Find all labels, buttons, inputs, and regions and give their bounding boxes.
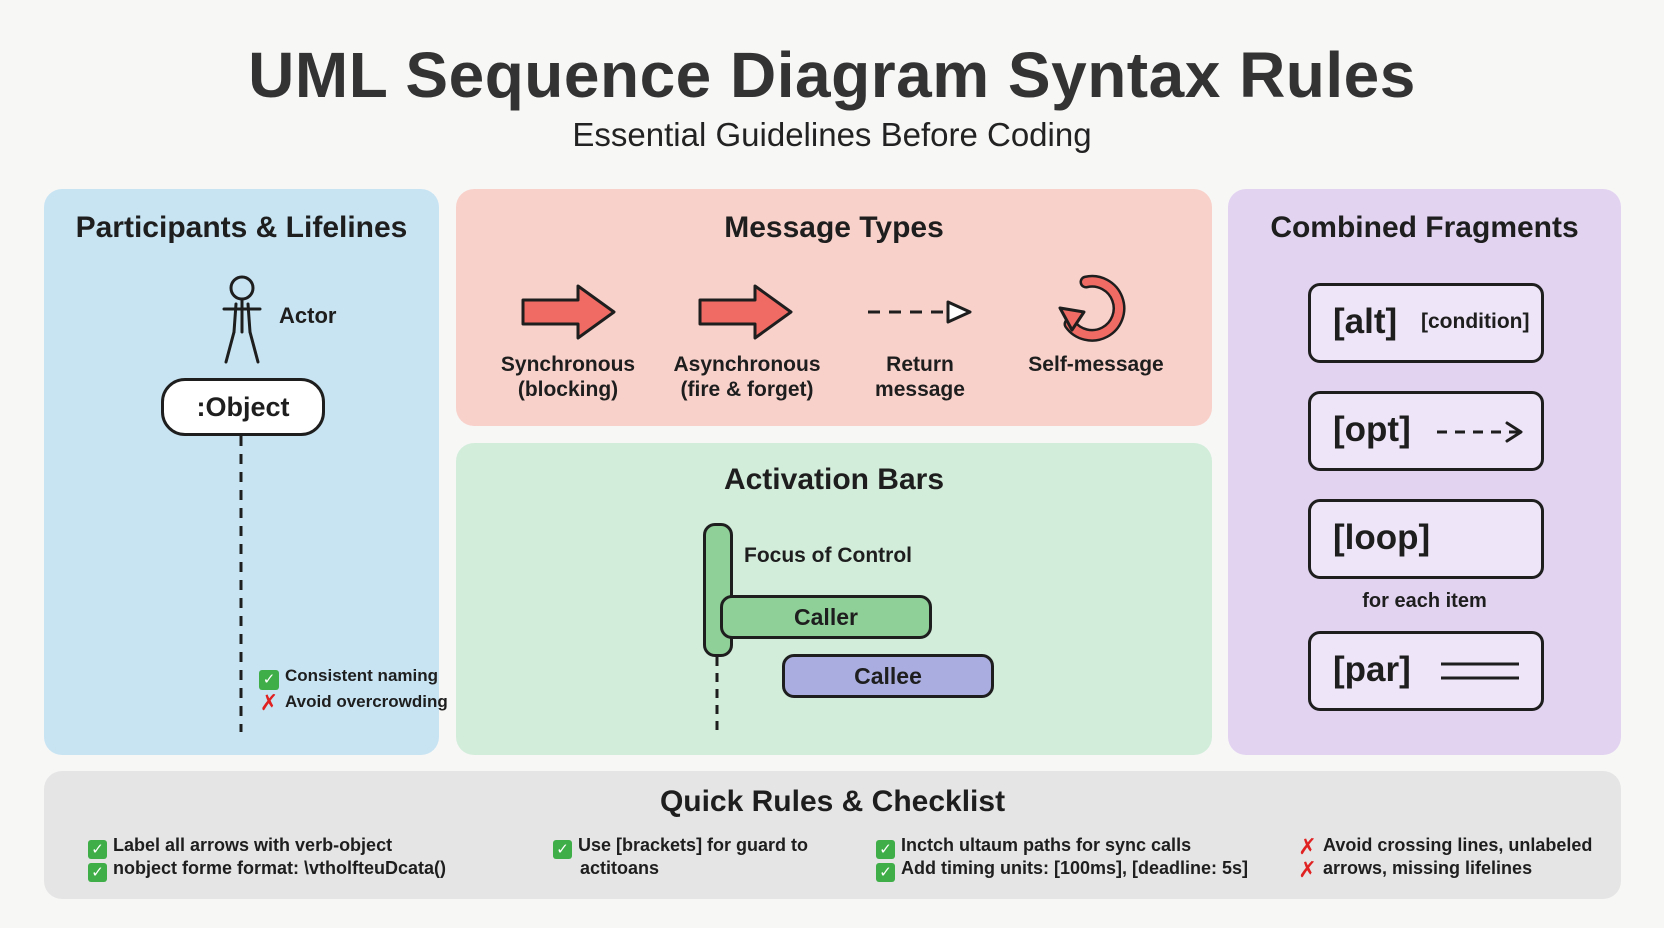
checklist-text: Inctch ultaum paths for sync calls (901, 835, 1192, 855)
synchronous-label: Synchronous (blocking) (483, 352, 653, 402)
loop-fragment: [loop] (1308, 499, 1544, 579)
actor-label: Actor (279, 303, 337, 328)
consistent-naming-text: Consistent naming (285, 666, 439, 685)
par-fragment: [par] (1308, 631, 1544, 711)
checklist-text: Label all arrows with verb-object (113, 835, 393, 855)
self-message-label: Self-message (1010, 352, 1182, 377)
checklist-item: ✓ nobject forme format: \vtholfteuDcata() (88, 857, 446, 882)
checkmark-icon: ✓ (88, 863, 107, 882)
combined-fragments-title: Combined Fragments (1270, 211, 1579, 244)
checklist-item: ✓ Use [brackets] for guard to (553, 834, 808, 859)
checklist-text: Use [brackets] for guard to (578, 835, 809, 855)
page-subtitle: Essential Guidelines Before Coding (572, 116, 1092, 153)
asynchronous-line2: (fire & forget) (680, 378, 814, 401)
dashed-arrow-icon (868, 300, 972, 324)
consistent-naming-item: ✓ Consistent naming (259, 666, 438, 690)
message-types-title: Message Types (724, 211, 944, 244)
par-label: [par] (1333, 650, 1411, 689)
checklist-text-continued: actitoans (580, 858, 660, 878)
self-loop-icon (1058, 274, 1126, 342)
dashed-arrow-icon (1437, 421, 1523, 443)
checkmark-icon: ✓ (876, 840, 895, 859)
loop-label: [loop] (1333, 518, 1431, 557)
checklist-title: Quick Rules & Checklist (659, 785, 1006, 818)
checkmark-icon: ✓ (88, 840, 107, 859)
caller-box: Caller (720, 595, 932, 639)
opt-fragment: [opt] (1308, 391, 1544, 471)
synchronous-line2: (blocking) (517, 378, 619, 401)
asynchronous-label: Asynchronous (fire & forget) (662, 352, 832, 402)
activation-lifeline (715, 657, 719, 733)
checklist-item: ✓ Add timing units: [100ms], [deadline: 5… (876, 857, 1248, 882)
return-message-label: Return message (835, 352, 1005, 402)
checkmark-icon: ✓ (876, 863, 895, 882)
solid-arrow-icon (698, 284, 793, 340)
return-line2: message (875, 378, 965, 401)
opt-label: [opt] (1333, 410, 1411, 449)
solid-arrow-icon (521, 284, 616, 340)
parallel-lines-icon (1441, 662, 1519, 680)
checklist-text: arrows, missing lifelines (1323, 858, 1533, 878)
focus-of-control-label: Focus of Control (744, 544, 912, 567)
avoid-overcrowding-text: Avoid overcrowding (285, 692, 448, 711)
activation-bars-title: Activation Bars (723, 463, 945, 496)
stick-figure-icon (222, 275, 262, 364)
object-box: :Object (161, 378, 325, 436)
alt-condition: [condition] (1421, 310, 1530, 333)
checkmark-icon: ✓ (553, 840, 572, 859)
checklist-text: Avoid crossing lines, unlabeled (1323, 835, 1593, 855)
checklist-panel: Quick Rules & Checklist (44, 771, 1621, 899)
alt-label: [alt] (1333, 302, 1398, 341)
checklist-item: ✓ Inctch ultaum paths for sync calls (876, 834, 1191, 859)
return-line1: Return (886, 353, 954, 376)
callee-box: Callee (782, 654, 994, 698)
participants-title: Participants & Lifelines (75, 211, 408, 244)
checkmark-icon: ✓ (259, 670, 279, 690)
self-message-line1: Self-message (1028, 353, 1164, 376)
object-lifeline (239, 436, 243, 732)
cross-icon: ✗ (1298, 857, 1317, 882)
cross-icon: ✗ (259, 690, 279, 715)
synchronous-line1: Synchronous (500, 353, 636, 376)
checklist-item: ✓ Label all arrows with verb-object (88, 834, 392, 859)
checklist-item: ✗ arrows, missing lifelines (1298, 857, 1533, 882)
checklist-text: nobject forme format: \vtholfteuDcata() (113, 858, 447, 878)
cross-icon: ✗ (1298, 834, 1317, 859)
loop-note: for each item (1362, 590, 1487, 612)
page-title: UML Sequence Diagram Syntax Rules (248, 39, 1416, 111)
alt-fragment: [alt] [condition] (1308, 283, 1544, 363)
avoid-overcrowding-item: ✗ Avoid overcrowding (259, 690, 448, 715)
checklist-item: ✗ Avoid crossing lines, unlabeled (1298, 834, 1593, 859)
checklist-text: Add timing units: [100ms], [deadline: 5s… (901, 858, 1249, 878)
asynchronous-line1: Asynchronous (673, 353, 821, 376)
